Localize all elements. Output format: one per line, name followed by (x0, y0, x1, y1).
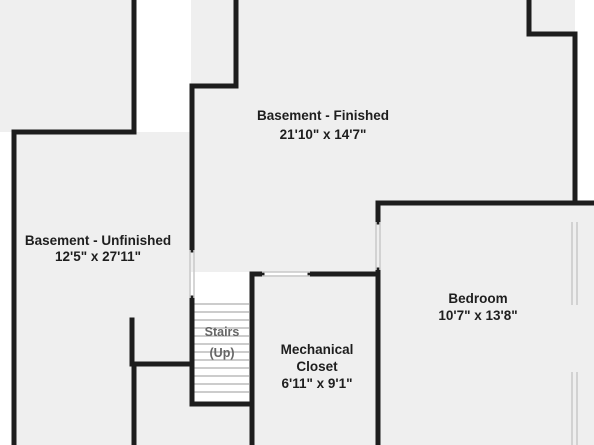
mechanical-name-line1: Mechanical (281, 342, 354, 357)
bedroom-dimensions: 10'7" x 13'8" (438, 308, 517, 323)
mechanical-name-line2: Closet (296, 359, 338, 374)
mechanical-dimensions: 6'11" x 9'1" (281, 376, 352, 391)
bedroom-name: Bedroom (448, 291, 507, 306)
finished-dimensions: 21'10" x 14'7" (280, 127, 367, 142)
wall-central (189, 0, 239, 253)
wall-unfinished-outer (11, 0, 137, 445)
bedroom-floor (378, 203, 594, 445)
openings (189, 222, 578, 445)
unfinished-dimensions: 12'5" x 27'11" (55, 249, 141, 264)
unfinished-name: Basement - Unfinished (25, 233, 171, 248)
wall-mechanical-left (249, 271, 265, 445)
finished-upper-right-floor (237, 0, 529, 88)
wall-finished-right (526, 0, 578, 206)
stairs-direction: (Up) (210, 346, 235, 360)
finished-name: Basement - Finished (257, 108, 389, 123)
unfinished-upper-floor (0, 0, 134, 132)
walls (11, 0, 594, 445)
room-labels: Basement - Finished 21'10" x 14'7" Basem… (25, 108, 518, 391)
stairs-name: Stairs (205, 325, 240, 339)
wall-bedroom-top (375, 200, 594, 225)
stair-treads (194, 303, 249, 393)
mechanical-floor (252, 275, 376, 445)
stairs-floor (192, 300, 250, 402)
